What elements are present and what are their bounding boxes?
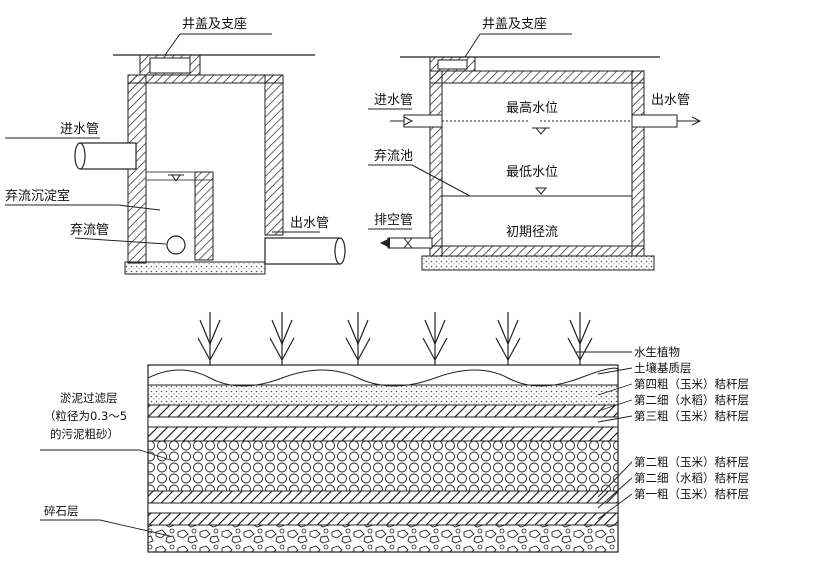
runoff-label: 初期径流 [506, 225, 558, 240]
left-chamber-label: 弃流沉淀室 [5, 188, 70, 204]
drain-label: 排空管 [374, 213, 413, 228]
tank-left-wall [429, 70, 443, 257]
straw-layer-1 [147, 512, 619, 526]
gravel-layer [147, 524, 619, 553]
straw-layer-fine-lower [147, 502, 619, 514]
straw-layer-fine-upper [147, 416, 619, 428]
right-layer-label-4: 第三粗（玉米）秸秆层 [634, 409, 749, 423]
discard-tank-diagram: 井盖及支座 进水管 出水管 最高水位 最低水位 弃流池 排空管 初期径流 [368, 17, 702, 271]
right-inlet-label: 进水管 [374, 93, 413, 108]
filter-bed-diagram: 水生植物 土壤基质层 第四粗（玉米）秸秆层 第二细（水稻）秸秆层 第三粗（玉米）… [40, 312, 749, 553]
tank-top-wall [429, 70, 645, 84]
right-layer-label-0: 水生植物 [634, 345, 680, 359]
right-outlet-label: 出水管 [651, 93, 690, 108]
low-water-label: 最低水位 [506, 165, 558, 180]
straw-layer-4 [147, 404, 619, 418]
inlet-pipe [79, 142, 137, 170]
tank-label: 弃流池 [374, 149, 413, 164]
right-layer-label-6: 第二细（水稻）秸秆层 [634, 471, 749, 485]
gravel-label: 碎石层 [44, 504, 79, 518]
right-layer-label-7: 第一粗（玉米）秸秆层 [634, 487, 749, 501]
settling-well-diagram: 井盖及支座 进水管 弃流沉淀室 弃流管 出水管 [5, 17, 346, 275]
left-cover-label: 井盖及支座 [182, 17, 247, 32]
straw-layer-2 [147, 490, 619, 504]
right-layer-label-1: 土壤基质层 [634, 361, 692, 375]
right-wall [264, 74, 284, 236]
silt-label-line3: 的污泥粗砂） [50, 427, 119, 441]
silt-label-line1: 淤泥过滤层 [60, 391, 118, 405]
left-outlet-label: 出水管 [290, 216, 329, 231]
right-layer-label-3: 第二细（水稻）秸秆层 [634, 393, 749, 407]
straw-layer-3 [147, 426, 619, 442]
soil-layer [147, 384, 619, 406]
well-base [124, 261, 266, 275]
right-cover-label: 井盖及支座 [482, 17, 547, 32]
tank-right-wall [631, 70, 645, 257]
right-layer-label-5: 第二粗（玉米）秸秆层 [634, 455, 749, 469]
partition-wall [194, 171, 214, 261]
silt-filter-layer [147, 440, 619, 492]
left-inlet-label: 进水管 [60, 122, 99, 137]
silt-label-line2: （粒径为0.3～5 [44, 409, 127, 423]
discard-pipe-circle [166, 235, 186, 255]
right-layer-label-2: 第四粗（玉米）秸秆层 [634, 377, 749, 391]
tank-base [421, 255, 655, 271]
high-water-label: 最高水位 [506, 100, 558, 116]
left-discard-pipe-label: 弃流管 [70, 223, 109, 238]
outlet-pipe [264, 237, 341, 265]
tank-bottom-wall [429, 245, 645, 257]
